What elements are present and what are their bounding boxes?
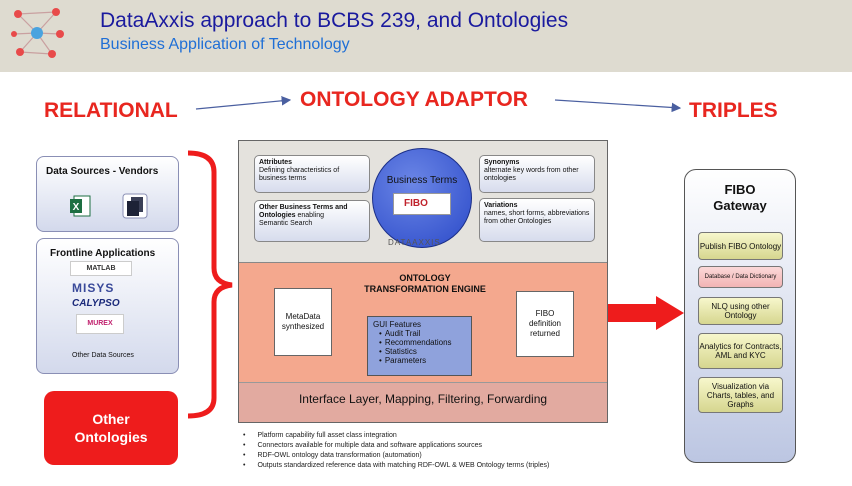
vendor-logo-calypso: CALYPSO bbox=[72, 298, 120, 309]
vendor-logo-murex: MUREX bbox=[76, 314, 124, 334]
other-data-sources-label: Other Data Sources bbox=[72, 352, 134, 359]
synonyms-box: Synonyms alternate key words from other … bbox=[479, 155, 595, 193]
flow-label-triples: TRIPLES bbox=[689, 99, 778, 122]
notes-list: Platform capability full asset class int… bbox=[243, 431, 549, 471]
note-item: RDF-OWL ontology data transformation (au… bbox=[257, 451, 549, 461]
other-terms-box: Other Business Terms and Ontologies enab… bbox=[254, 200, 370, 242]
metadata-line1: MetaData bbox=[285, 312, 321, 321]
synonyms-title: Synonyms bbox=[484, 159, 520, 166]
gateway-item-analytics: Analytics for Contracts, AML and KYC bbox=[698, 333, 783, 369]
engine-title: ONTOLOGY TRANSFORMATION ENGINE bbox=[340, 273, 510, 295]
other-ontologies-box: Other Ontologies bbox=[44, 391, 178, 465]
synonyms-text: alternate key words from other ontologie… bbox=[484, 167, 579, 182]
gateway-title-line2: Gateway bbox=[713, 198, 767, 213]
frontline-title: Frontline Applications bbox=[50, 248, 156, 259]
gateway-title-line1: FIBO bbox=[724, 182, 756, 197]
fibo-definition-box: FIBO definition returned bbox=[516, 291, 574, 357]
attributes-title: Attributes bbox=[259, 159, 293, 166]
gui-feature-item: Statistics bbox=[379, 347, 466, 356]
gui-feature-item: Parameters bbox=[379, 356, 466, 365]
attributes-text: Defining characteristics of business ter… bbox=[259, 167, 340, 182]
note-item: Outputs standardized reference data with… bbox=[257, 461, 549, 471]
metadata-box: MetaData synthesized bbox=[274, 288, 332, 356]
gateway-item-visualization: Visualization via Charts, tables, and Gr… bbox=[698, 377, 783, 413]
network-logo-icon bbox=[11, 8, 64, 58]
other-terms-text: Semantic Search bbox=[259, 220, 313, 227]
documents-icon bbox=[122, 193, 148, 219]
bracket-brace bbox=[187, 150, 233, 419]
engine-title-line2: TRANSFORMATION ENGINE bbox=[364, 284, 486, 294]
fibo-def-line2: definition bbox=[528, 319, 562, 328]
vendor-logo-matlab: MATLAB bbox=[70, 261, 132, 276]
fibo-gateway-title: FIBO Gateway bbox=[684, 182, 796, 214]
fibo-def-line1: FIBO bbox=[535, 309, 555, 318]
variations-text: names, short forms, abbreviations from o… bbox=[484, 210, 590, 225]
dataaxxis-brand: DATAAXXIS bbox=[388, 238, 441, 247]
gui-features-box: GUI Features Audit Trail Recommendations… bbox=[367, 316, 472, 376]
flow-label-relational: RELATIONAL bbox=[44, 99, 178, 122]
arrow-relational-to-adaptor bbox=[195, 96, 292, 110]
other-ontologies-line2: Ontologies bbox=[74, 429, 148, 445]
header-banner: DataAxxis approach to BCBS 239, and Onto… bbox=[0, 0, 852, 72]
arrow-adaptor-to-triples bbox=[554, 99, 682, 113]
panel-frontline-applications bbox=[36, 238, 179, 374]
other-ontologies-line1: Other bbox=[92, 411, 130, 427]
variations-box: Variations names, short forms, abbreviat… bbox=[479, 198, 595, 242]
gateway-item-database: Database / Data Dictionary bbox=[698, 266, 783, 288]
note-item: Connectors available for multiple data a… bbox=[257, 441, 549, 451]
output-arrow bbox=[608, 296, 684, 330]
fibo-badge: FIBO bbox=[393, 193, 451, 215]
excel-icon: X bbox=[70, 195, 91, 217]
note-item: Platform capability full asset class int… bbox=[257, 431, 549, 441]
gateway-item-nlq: NLQ using other Ontology bbox=[698, 297, 783, 325]
panel-data-sources-vendors bbox=[36, 156, 179, 232]
attributes-box: Attributes Defining characteristics of b… bbox=[254, 155, 370, 193]
gui-feature-item: Recommendations bbox=[379, 338, 466, 347]
engine-title-line1: ONTOLOGY bbox=[399, 273, 451, 283]
svg-text:X: X bbox=[73, 202, 80, 213]
vendors-title: Data Sources - Vendors bbox=[46, 166, 159, 177]
fibo-def-line3: returned bbox=[530, 329, 560, 338]
gateway-item-publish: Publish FIBO Ontology bbox=[698, 232, 783, 260]
variations-title: Variations bbox=[484, 202, 518, 209]
business-terms-label: Business Terms bbox=[386, 175, 458, 186]
vendor-logo-misys: MISYS bbox=[72, 281, 115, 295]
other-terms-suffix: enabling bbox=[295, 212, 324, 219]
page-title: DataAxxis approach to BCBS 239, and Onto… bbox=[100, 9, 569, 32]
gui-feature-item: Audit Trail bbox=[379, 329, 466, 338]
gui-features-title: GUI Features bbox=[373, 320, 422, 329]
gui-features-list: Audit Trail Recommendations Statistics P… bbox=[379, 329, 466, 365]
metadata-line2: synthesized bbox=[281, 322, 325, 331]
page-subtitle: Business Application of Technology bbox=[100, 36, 350, 53]
flow-label-ontology-adaptor: ONTOLOGY ADAPTOR bbox=[300, 88, 528, 111]
other-terms-title: Other Business Terms and Ontologies bbox=[259, 204, 348, 219]
interface-layer: Interface Layer, Mapping, Filtering, For… bbox=[239, 382, 607, 422]
